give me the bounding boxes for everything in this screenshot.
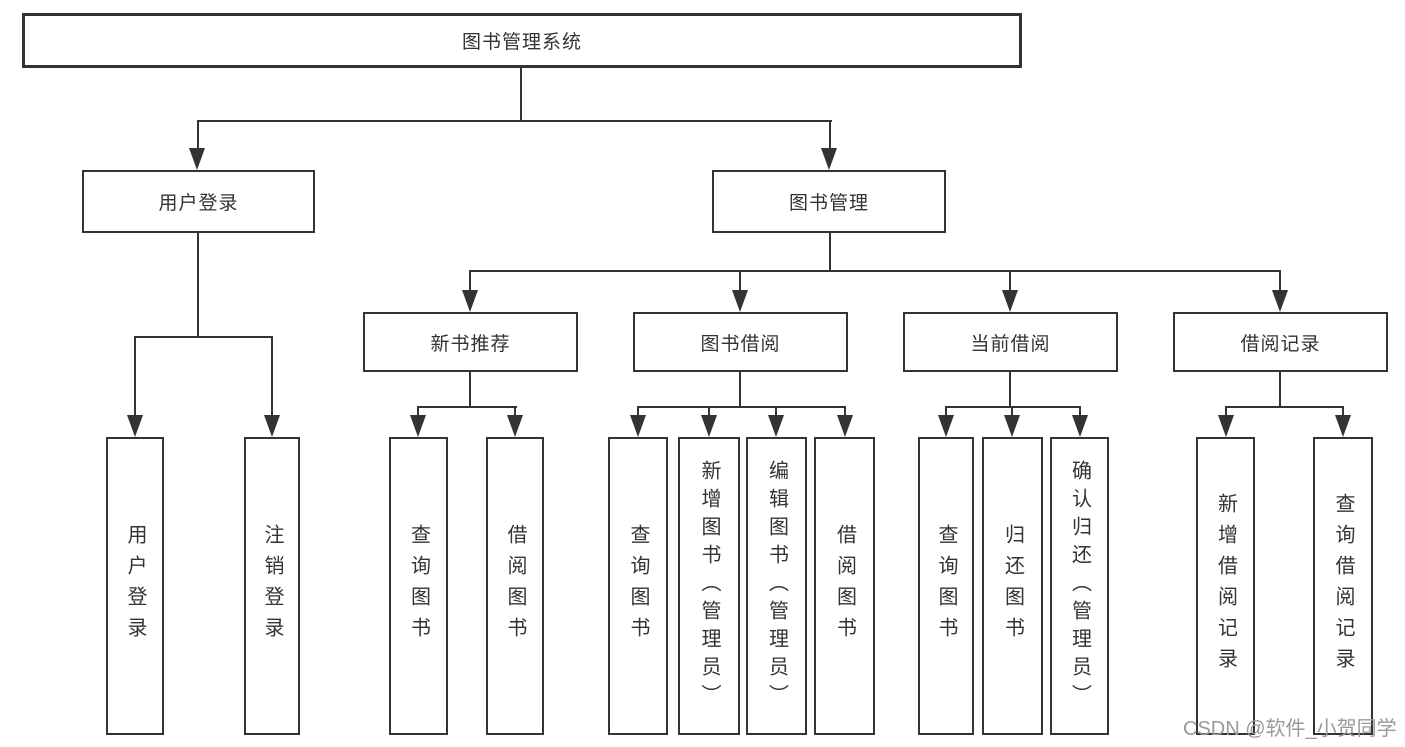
node-current-borrow-label: 当前借阅 — [970, 333, 1051, 355]
node-book-borrow-label: 图书借阅 — [700, 333, 781, 355]
node-book-management: 图书管理 — [712, 170, 946, 233]
arrow-head — [462, 290, 478, 312]
leaf-return-book-label: 归还图书 — [1001, 524, 1024, 648]
node-book-borrow: 图书借阅 — [633, 312, 848, 372]
arrow-head — [768, 415, 784, 437]
arrow-head — [837, 415, 853, 437]
arrow-head — [1335, 415, 1351, 437]
node-book-management-label: 图书管理 — [788, 193, 869, 214]
leaf-add-book-admin-label: 新增图书（管理员） — [698, 460, 720, 712]
connector-line — [134, 336, 273, 338]
connector-line — [637, 406, 639, 418]
connector-line — [514, 406, 516, 418]
connector-line — [739, 372, 741, 408]
leaf-query-borrow-record: 查询借阅记录 — [1313, 437, 1373, 735]
arrow-head — [938, 415, 954, 437]
arrow-head — [410, 415, 426, 437]
leaf-confirm-return-admin: 确认归还（管理员） — [1050, 437, 1109, 735]
connector-line — [829, 120, 831, 152]
arrow-head — [507, 415, 523, 437]
leaf-query-book-3: 查询图书 — [918, 437, 974, 735]
node-current-borrow: 当前借阅 — [903, 312, 1118, 372]
leaf-query-book-2-label: 查询图书 — [627, 524, 649, 648]
leaf-borrow-book-1: 借阅图书 — [486, 437, 544, 735]
node-user-login: 用户登录 — [82, 170, 315, 233]
connector-line — [844, 406, 846, 418]
leaf-user-login: 用户登录 — [106, 437, 164, 735]
arrow-head — [1002, 290, 1018, 312]
leaf-add-book-admin: 新增图书（管理员） — [678, 437, 740, 735]
connector-line — [1009, 372, 1011, 408]
node-new-book-recommend: 新书推荐 — [363, 312, 578, 372]
leaf-return-book: 归还图书 — [982, 437, 1043, 735]
connector-line — [1009, 270, 1011, 292]
leaf-user-login-label: 用户登录 — [124, 524, 146, 648]
connector-line — [417, 406, 419, 418]
leaf-add-borrow-record-label: 新增借阅记录 — [1214, 493, 1237, 679]
arrow-head — [732, 290, 748, 312]
leaf-query-book-1-label: 查询图书 — [407, 524, 430, 648]
connector-line — [1011, 406, 1013, 418]
connector-line — [637, 406, 846, 408]
connector-line — [945, 406, 1081, 408]
leaf-query-book-2: 查询图书 — [608, 437, 668, 735]
connector-line — [829, 233, 831, 272]
connector-line — [1225, 406, 1344, 408]
arrow-head — [1004, 415, 1020, 437]
connector-line — [1079, 406, 1081, 418]
connector-line — [708, 406, 710, 418]
connector-line — [271, 336, 273, 417]
arrow-head — [701, 415, 717, 437]
connector-line — [469, 372, 471, 408]
connector-line — [134, 336, 136, 417]
arrow-head — [821, 148, 837, 170]
leaf-confirm-return-admin-label: 确认归还（管理员） — [1068, 460, 1091, 712]
leaf-add-borrow-record: 新增借阅记录 — [1196, 437, 1255, 735]
node-user-login-label: 用户登录 — [158, 193, 239, 214]
arrow-head — [189, 148, 205, 170]
node-borrow-records-label: 借阅记录 — [1240, 333, 1321, 355]
connector-line — [417, 406, 517, 408]
arrow-head — [127, 415, 143, 437]
leaf-edit-book-admin-label: 编辑图书（管理员） — [765, 460, 788, 712]
node-root-label: 图书管理系统 — [461, 32, 582, 53]
leaf-query-book-3-label: 查询图书 — [935, 524, 957, 648]
arrow-head — [1272, 290, 1288, 312]
connector-line — [775, 406, 777, 418]
connector-line — [1279, 270, 1281, 292]
connector-line — [1279, 372, 1281, 408]
arrow-head — [630, 415, 646, 437]
leaf-borrow-book-2: 借阅图书 — [814, 437, 875, 735]
leaf-borrow-book-2-label: 借阅图书 — [833, 524, 856, 648]
connector-line — [945, 406, 947, 418]
watermark: CSDN @软件_小贺同学 — [1183, 718, 1397, 740]
leaf-logout-label: 注销登录 — [261, 524, 283, 648]
connector-line — [520, 68, 522, 122]
arrow-head — [1072, 415, 1088, 437]
connector-line — [469, 270, 1281, 272]
node-borrow-records: 借阅记录 — [1173, 312, 1388, 372]
connector-line — [197, 120, 199, 152]
arrow-head — [1218, 415, 1234, 437]
leaf-query-borrow-record-label: 查询借阅记录 — [1332, 493, 1354, 679]
connector-line — [469, 270, 471, 292]
node-new-book-recommend-label: 新书推荐 — [430, 333, 511, 355]
leaf-borrow-book-1-label: 借阅图书 — [504, 524, 526, 648]
node-root-library-system: 图书管理系统 — [22, 13, 1022, 68]
leaf-logout: 注销登录 — [244, 437, 300, 735]
connector-line — [197, 233, 199, 338]
connector-line — [739, 270, 741, 292]
leaf-query-book-1: 查询图书 — [389, 437, 448, 735]
leaf-edit-book-admin: 编辑图书（管理员） — [746, 437, 807, 735]
connector-line — [198, 120, 832, 122]
connector-line — [1225, 406, 1227, 418]
connector-line — [1342, 406, 1344, 418]
arrow-head — [264, 415, 280, 437]
